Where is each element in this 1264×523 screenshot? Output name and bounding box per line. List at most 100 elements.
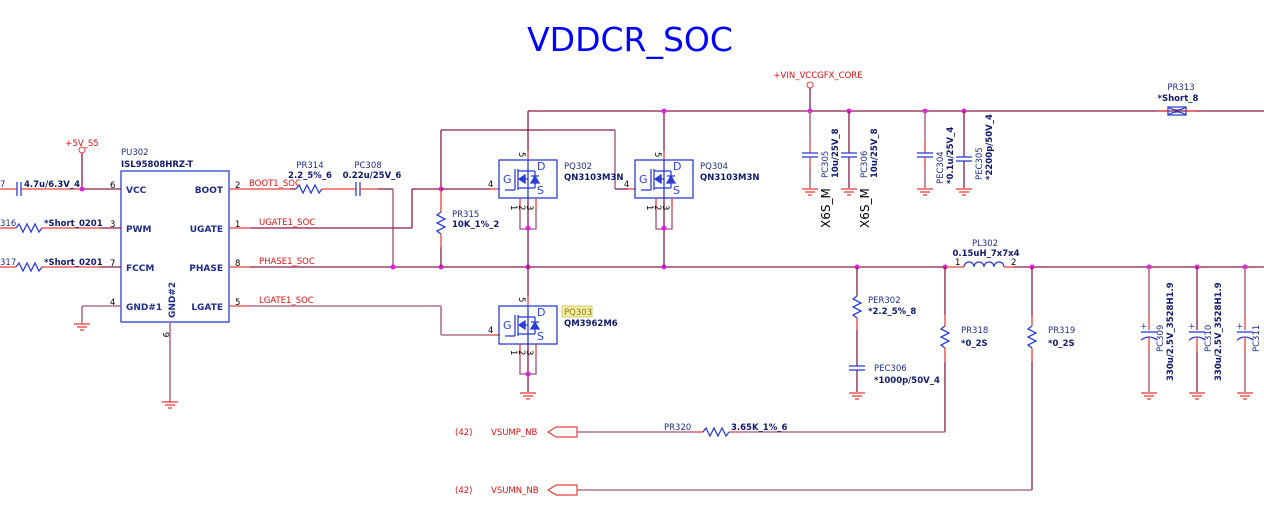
vcc-net xyxy=(0,146,121,196)
pq303-g: G xyxy=(503,319,512,332)
pl302-ref: PL302 xyxy=(972,239,998,249)
lgate-net xyxy=(229,305,500,336)
input-cap-pec305[interactable] xyxy=(955,111,973,196)
hs-gate-wiring xyxy=(441,108,1264,190)
input-cap-pc306[interactable] xyxy=(840,111,858,196)
pec304-value: *0.1u/25V_4 xyxy=(946,127,956,184)
pq302-s: S xyxy=(537,184,544,197)
snubber-per302-pec306[interactable] xyxy=(848,267,866,400)
pin-num-2: 2 xyxy=(235,181,240,191)
pin-phase-label: PHASE xyxy=(189,264,223,274)
pr314-ref: PR314 xyxy=(296,161,323,171)
pq304-pin-drain: 5 xyxy=(652,152,662,157)
pr313-short[interactable] xyxy=(1158,106,1197,116)
pin-num-8: 8 xyxy=(235,259,240,269)
pin-vcc-label: VCC xyxy=(126,186,147,196)
rail-vin-vccgfx-core: +VIN_VCCGFX_CORE xyxy=(773,71,862,81)
output-cap-pc310[interactable]: + xyxy=(1188,267,1206,400)
vsump-page: (42) xyxy=(455,428,472,438)
pec306-ref: PEC306 xyxy=(874,364,907,374)
inductor-pl302[interactable] xyxy=(945,261,1264,270)
pin-fccm-label: FCCM xyxy=(126,264,154,274)
pin-num-1: 1 xyxy=(235,220,240,230)
offpage-vsumn[interactable] xyxy=(546,484,578,496)
pq302-part: QN3103M3N xyxy=(564,173,623,183)
vcc-cap-ref: 7 xyxy=(0,180,5,190)
controller-ref: PU302 xyxy=(121,148,149,158)
vin-rail xyxy=(806,81,967,114)
fccm-net xyxy=(0,261,121,273)
pr318-ref: PR318 xyxy=(961,326,988,336)
per302-ref: PER302 xyxy=(868,296,901,306)
pr319-ref: PR319 xyxy=(1048,326,1075,336)
per302-value: *2.2_5%_8 xyxy=(868,307,916,317)
pc311-ref: PC311 xyxy=(1252,325,1262,352)
svg-text:+: + xyxy=(1236,322,1244,332)
net-ugate1-soc: UGATE1_SOC xyxy=(259,218,315,228)
pwm-res-ref: 316 xyxy=(0,219,16,229)
pec304-ref: PEC304 xyxy=(936,151,946,184)
pec306-value: *1000p/50V_4 xyxy=(874,376,940,386)
pl302-value: 0.15uH_7x7x4 xyxy=(952,249,1019,259)
mosfet-pq304[interactable] xyxy=(634,150,694,267)
net-lgate1-soc: LGATE1_SOC xyxy=(259,296,314,306)
pq303-pin-3: 3 xyxy=(524,350,534,355)
pq304-pin-gate: 4 xyxy=(624,180,629,190)
net-boot1-soc: BOOT1_SOC xyxy=(249,179,301,189)
vcc-cap-value: 4.7u/6.3V_4 xyxy=(24,180,80,190)
pl302-pin1: 1 xyxy=(955,258,960,268)
pq302-g: G xyxy=(503,173,512,186)
mosfet-pq303[interactable] xyxy=(498,267,558,400)
pq303-pin-1: 1 xyxy=(508,350,518,355)
controller-pu302[interactable]: PU302 ISL95808HRZ-T VCC PWM FCCM GND#1 B… xyxy=(120,148,230,323)
pq303-s: S xyxy=(537,330,544,343)
pq303-highlight xyxy=(561,305,593,318)
pr314-value: 2.2_5%_6 xyxy=(288,171,332,181)
pin-num-9: 9 xyxy=(160,332,170,337)
phase-net xyxy=(229,264,948,270)
output-cap-pc309[interactable]: + xyxy=(1140,267,1158,400)
pr319-value: *0_2S xyxy=(1048,339,1075,349)
pq302-pin-1: 1 xyxy=(508,205,518,210)
pq302-pin-drain: 5 xyxy=(516,152,526,157)
output-cap-pc311[interactable]: + xyxy=(1236,267,1254,400)
gnd1-net xyxy=(73,305,179,409)
pin-ugate-label: UGATE xyxy=(190,225,223,235)
pc310-ref: PC310 xyxy=(1204,325,1214,352)
pr315-resistor[interactable] xyxy=(435,130,447,267)
pr319-resistor[interactable] xyxy=(1026,267,1038,490)
pq303-d: D xyxy=(537,306,545,319)
vsumn-net: VSUMN_NB xyxy=(491,486,539,496)
svg-text:+: + xyxy=(1188,322,1196,332)
pl302-pin2: 2 xyxy=(1011,258,1016,268)
pin-gnd2-label: GND#2 xyxy=(168,282,178,318)
pin-pwm-label: PWM xyxy=(126,225,152,235)
pwm-net xyxy=(0,222,121,234)
pq304-pin-1: 1 xyxy=(644,205,654,210)
pin-boot-label: BOOT xyxy=(195,186,224,196)
pr320-ref: PR320 xyxy=(664,423,691,433)
pin-gnd1-label: GND#1 xyxy=(126,303,162,313)
pq304-s: S xyxy=(673,184,680,197)
pec305-ref: PEC305 xyxy=(975,147,985,180)
pq302-pin-2: 2 xyxy=(516,205,526,210)
pr315-value: 10K_1%_2 xyxy=(452,220,499,230)
input-cap-pec304[interactable] xyxy=(916,111,934,196)
pin-num-3: 3 xyxy=(110,220,115,230)
pq304-part: QN3103M3N xyxy=(700,173,759,183)
pc306-value: 10u/25V_8 xyxy=(870,128,880,178)
svg-text:+: + xyxy=(1140,322,1148,332)
offpage-vsump[interactable] xyxy=(546,426,578,438)
pin-num-6: 6 xyxy=(110,181,115,191)
mosfet-pq302[interactable] xyxy=(498,150,558,267)
pr320-value: 3.65K_1%_6 xyxy=(731,423,787,433)
pin-num-7: 7 xyxy=(110,259,115,269)
pc305-value: 10u/25V_8 xyxy=(831,128,841,178)
pq303-pin-drain: 5 xyxy=(516,297,526,302)
pq304-d: D xyxy=(673,160,681,173)
rail-5v-s5: +5V_S5 xyxy=(65,139,98,149)
input-cap-pc305[interactable] xyxy=(801,111,819,196)
pr318-resistor[interactable] xyxy=(939,267,951,432)
pin-lgate-label: LGATE xyxy=(191,303,223,313)
